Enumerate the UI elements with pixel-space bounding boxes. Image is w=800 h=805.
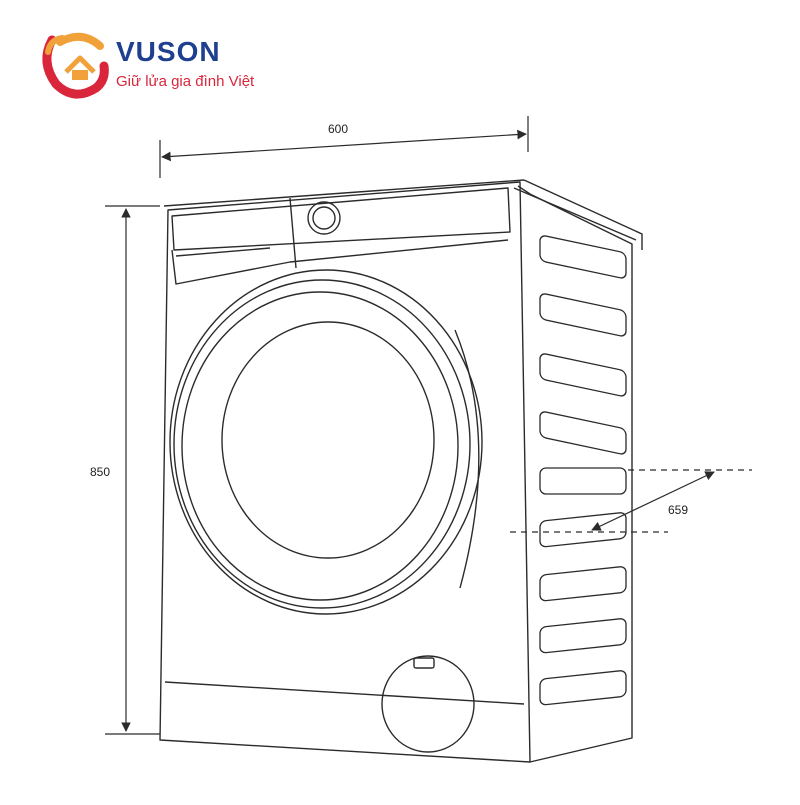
depth-dimension-line: [591, 471, 715, 531]
brand-tagline: Giữ lửa gia đình Việt: [116, 73, 255, 90]
vent-slot-2: [539, 293, 627, 337]
control-panel: [171, 187, 511, 251]
vent-slot-7: [539, 566, 627, 602]
program-knob-icon: [307, 201, 341, 235]
plinth-line: [164, 681, 525, 705]
vent-slot-5: [539, 467, 627, 495]
door-frame: [181, 291, 459, 601]
height-label: 850: [90, 465, 110, 479]
vent-slot-9: [539, 670, 627, 706]
height-dimension: [105, 205, 160, 735]
house-heart-logo-icon: [42, 32, 109, 99]
control-panel-lower-edge: [171, 239, 509, 285]
side-vents: [539, 235, 627, 706]
program-knob-inner: [312, 206, 336, 230]
top-side-edge: [523, 179, 643, 250]
width-dimension: [159, 116, 529, 178]
machine-body: [159, 179, 643, 763]
width-dimension-line: [161, 129, 527, 162]
door-outer-ring: [169, 269, 483, 615]
panel-divider: [289, 197, 297, 269]
vent-slot-8: [539, 618, 627, 654]
door-ring: [173, 279, 471, 609]
door-glass: [221, 321, 435, 559]
vent-slot-1: [539, 235, 627, 279]
vent-slot-3: [539, 353, 627, 397]
depth-label: 659: [668, 503, 688, 517]
depth-dimension: [510, 469, 752, 533]
filter-latch: [413, 657, 435, 669]
width-label: 600: [328, 122, 348, 136]
top-edge: [163, 179, 525, 207]
door-hinge-arc: [454, 329, 480, 589]
vent-slot-4: [539, 411, 627, 455]
brand-name: VUSON: [116, 36, 221, 67]
filter-cover: [381, 655, 475, 753]
side-panel: [529, 193, 633, 763]
detergent-drawer-line: [175, 247, 271, 257]
vent-slot-6: [539, 512, 627, 548]
corner-edge: [517, 185, 531, 195]
front-panel: [159, 181, 531, 763]
